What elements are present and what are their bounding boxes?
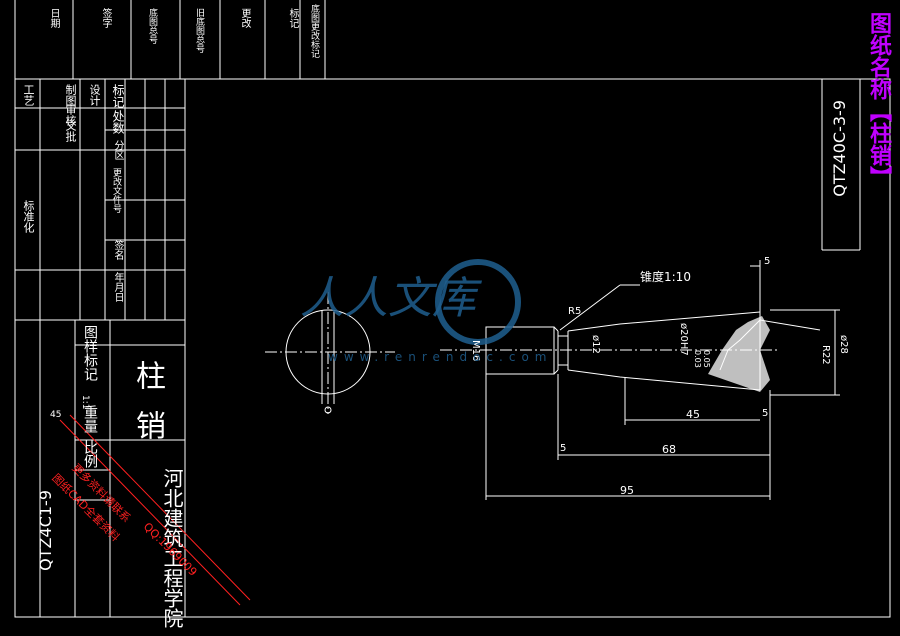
watermark-url: www.renrendoc.com (328, 350, 553, 364)
tb-label-mark: 标记 (111, 84, 125, 108)
tb-role-approve: 文批 (64, 120, 77, 142)
dim-95: 95 (620, 484, 634, 497)
dim-5-top: 5 (764, 256, 771, 267)
drawing-name-suffix: 】 (866, 166, 891, 188)
watermark-logo-text: 人人文库 (300, 273, 476, 324)
side-view-pin (440, 260, 840, 500)
tb-role-process: 工艺 (22, 84, 35, 106)
tb-scale-label: 比例 (82, 440, 98, 468)
tb-role-review: 审核 (64, 104, 77, 126)
tb-school: 河北建筑工程学院 (160, 468, 184, 628)
section-hatch (708, 316, 770, 392)
dim-r22: R22 (820, 345, 831, 365)
dim-m16: M16 (470, 340, 481, 362)
drawing-code-side: QTZ40C-3-9 (830, 100, 849, 197)
dim-taper: 锥度1:10 (640, 270, 691, 284)
top-cell-old-base-no: 旧底图总号 (194, 8, 204, 53)
dim-5-left: 5 (560, 443, 567, 454)
tb-weight-label: 重量 (82, 405, 98, 433)
dim-tol2: 0.05 (702, 350, 711, 368)
watermark-red (59, 414, 251, 606)
watermark-logo (435, 259, 521, 345)
dim-d12: ø12 (590, 335, 601, 354)
dim-d28: ø28 (838, 335, 849, 354)
drawing-name-title: 图纸名称【柱销】 (862, 12, 894, 188)
top-cell-base-no: 底图总号 (147, 8, 157, 44)
tb-scale-value: 1:1 (80, 395, 90, 410)
material-label: 45 (50, 410, 62, 420)
top-cell-mark: 标记 (287, 8, 298, 28)
drawing-name-value: 柱销 (866, 122, 891, 166)
tb-role-draw: 制图 (64, 84, 77, 106)
dim-5-right: 5 (762, 408, 769, 419)
tb-stage-label: 图样标记 (82, 325, 98, 381)
dim-45: 45 (686, 408, 700, 421)
dim-68: 68 (662, 443, 676, 456)
tb-label-date: 年月日 (112, 272, 123, 302)
drawing-name-prefix: 图纸名称【 (866, 12, 891, 122)
top-cell-date: 日期 (48, 8, 59, 28)
tb-label-count: 处数 (111, 110, 125, 134)
top-cell-change: 更改 (239, 8, 250, 28)
tb-label-zone: 分区 (112, 140, 123, 160)
tb-label-signature: 签名 (112, 240, 123, 260)
tb-part-name: 柱销 (130, 360, 165, 460)
dim-d20: ø20H7 (678, 323, 689, 356)
dim-r5: R5 (568, 306, 582, 317)
tb-drawing-no: QTZ4C1-9 (36, 490, 55, 571)
end-view (265, 292, 395, 414)
tb-role-design: 设计 (88, 84, 101, 106)
tb-role-standard: 标准化 (22, 200, 35, 233)
dim-tol1: 0.03 (693, 350, 702, 368)
tb-label-change-doc: 更改文件号 (111, 168, 121, 213)
top-cell-change-mark: 底图更改标记 (309, 4, 319, 58)
top-cell-sign: 签字 (100, 8, 111, 28)
